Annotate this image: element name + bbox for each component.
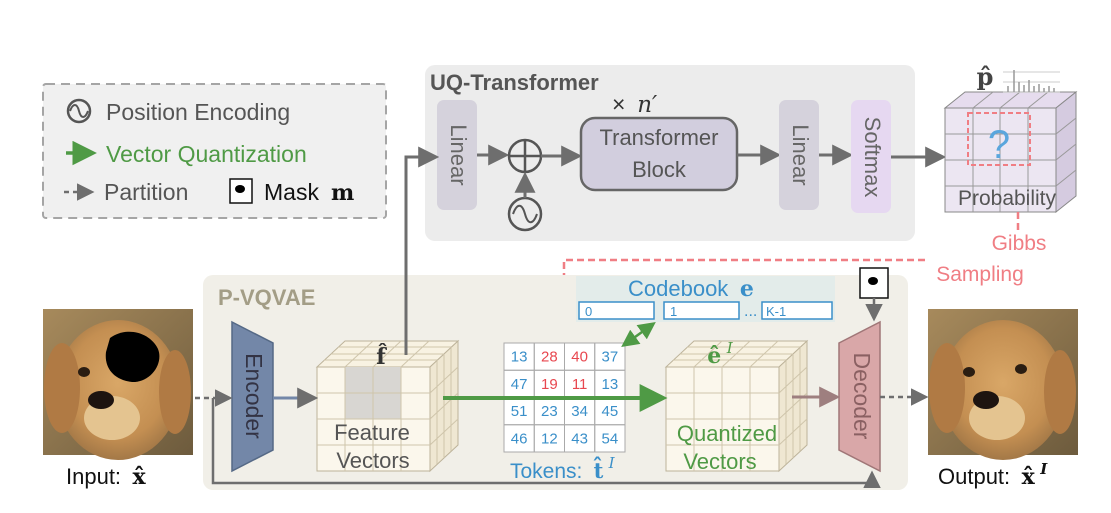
repeat-label: × n′ [612, 91, 658, 118]
arrow-skip-to-decoder [211, 398, 881, 488]
linear-in-block: Linear [437, 100, 477, 210]
linear-out-block: Linear [779, 100, 819, 210]
quantized-label-line2: Vectors [683, 449, 756, 474]
token-value: 47 [511, 376, 528, 393]
token-value: 13 [511, 349, 528, 366]
legend-frame [42, 83, 387, 219]
decoder-mask-icon [859, 267, 889, 299]
token-cell [594, 424, 626, 453]
quantized-label-line1: Quantized [677, 421, 777, 446]
token-value: 37 [602, 349, 619, 366]
legend-mask-symbol: m [331, 180, 354, 206]
codebook-dots: ... [744, 303, 757, 320]
softmax-block: Softmax [851, 100, 891, 213]
pvq-title: P-VQVAE [218, 285, 315, 310]
tokens-label: Tokens: t̂ I [510, 454, 616, 483]
legend-mask: Mask [264, 179, 319, 205]
p-hat-label: p̂ [977, 62, 994, 91]
codebook-cell-0-label: 0 [585, 304, 592, 319]
feature-label-line2: Vectors [336, 448, 409, 473]
token-value: 34 [571, 403, 588, 420]
softmax-label: Softmax [860, 117, 885, 198]
token-value: 13 [602, 376, 619, 393]
codebook-cell-1 [663, 301, 740, 320]
output-image [928, 309, 1078, 460]
uq-title: UQ-Transformer [430, 70, 599, 95]
uq-transformer-panel: UQ-Transformer Linear × n′ Transformer B… [425, 65, 947, 241]
gibbs-label-line1: Gibbs [992, 232, 1047, 255]
feature-cube: f̂ Feature Vectors [315, 339, 460, 473]
probability-label: Probability [958, 187, 1057, 210]
encoder-label: Encoder [241, 353, 267, 439]
histogram-icon [1003, 70, 1060, 93]
sum-node-icon [507, 138, 543, 174]
codebook-cell-0 [578, 301, 655, 320]
f-hat-label: f̂ [376, 344, 387, 370]
token-value: 28 [541, 349, 558, 366]
codebook-lookup-arrow [621, 321, 656, 348]
encoder-block: Encoder [231, 320, 274, 473]
linear-in-label: Linear [446, 124, 471, 185]
probability-cube: ? Probability p̂ [943, 62, 1078, 214]
codebook-cell-k-label: K-1 [766, 304, 786, 319]
token-value: 12 [541, 430, 558, 447]
input-image [43, 309, 193, 460]
e-hat-label: ê I [707, 339, 734, 369]
token-value: 43 [571, 430, 588, 447]
position-encoding-icon [66, 98, 92, 124]
transformer-block-line2: Block [632, 157, 687, 182]
decoder-block: Decoder [838, 320, 881, 473]
linear-out-label: Linear [788, 124, 813, 185]
codebook-cell-k [761, 301, 833, 320]
transformer-block: Transformer Block [579, 116, 739, 192]
transformer-block-line1: Transformer [600, 125, 719, 150]
token-value: 11 [572, 376, 588, 393]
feature-label-line1: Feature [334, 420, 410, 445]
pvqvae-panel: P-VQVAE Encoder [203, 267, 908, 490]
input-label: Input: x̂ [66, 464, 147, 490]
token-value: 51 [511, 403, 528, 420]
token-value: 23 [541, 403, 558, 420]
mask-icon [229, 178, 253, 204]
input-mask-region [105, 331, 160, 383]
codebook-label: Codebook e [628, 276, 754, 302]
quantized-cube: ê I Quantized Vectors [664, 339, 809, 474]
arrow-features-to-uq [404, 146, 440, 355]
question-mark-icon: ? [988, 123, 1010, 167]
token-value: 46 [511, 430, 528, 447]
masked-region-box [967, 112, 1031, 166]
token-value: 40 [571, 349, 588, 366]
legend-position-encoding: Position Encoding [106, 99, 290, 125]
legend-box: Position Encoding Vector Quantization Pa… [42, 83, 387, 219]
legend-partition: Partition [104, 179, 188, 205]
token-value: 54 [602, 430, 619, 447]
output-label: Output: x̂ I [938, 460, 1048, 490]
token-value: 45 [602, 403, 619, 420]
token-value: 19 [541, 376, 558, 393]
decoder-label: Decoder [849, 353, 875, 440]
legend-vector-quantization: Vector Quantization [106, 141, 307, 167]
gibbs-label-line2: Sampling [936, 263, 1024, 286]
codebook-cell-1-label: 1 [670, 304, 677, 319]
codebook: Codebook e 0 1 ... K-1 [576, 276, 835, 322]
